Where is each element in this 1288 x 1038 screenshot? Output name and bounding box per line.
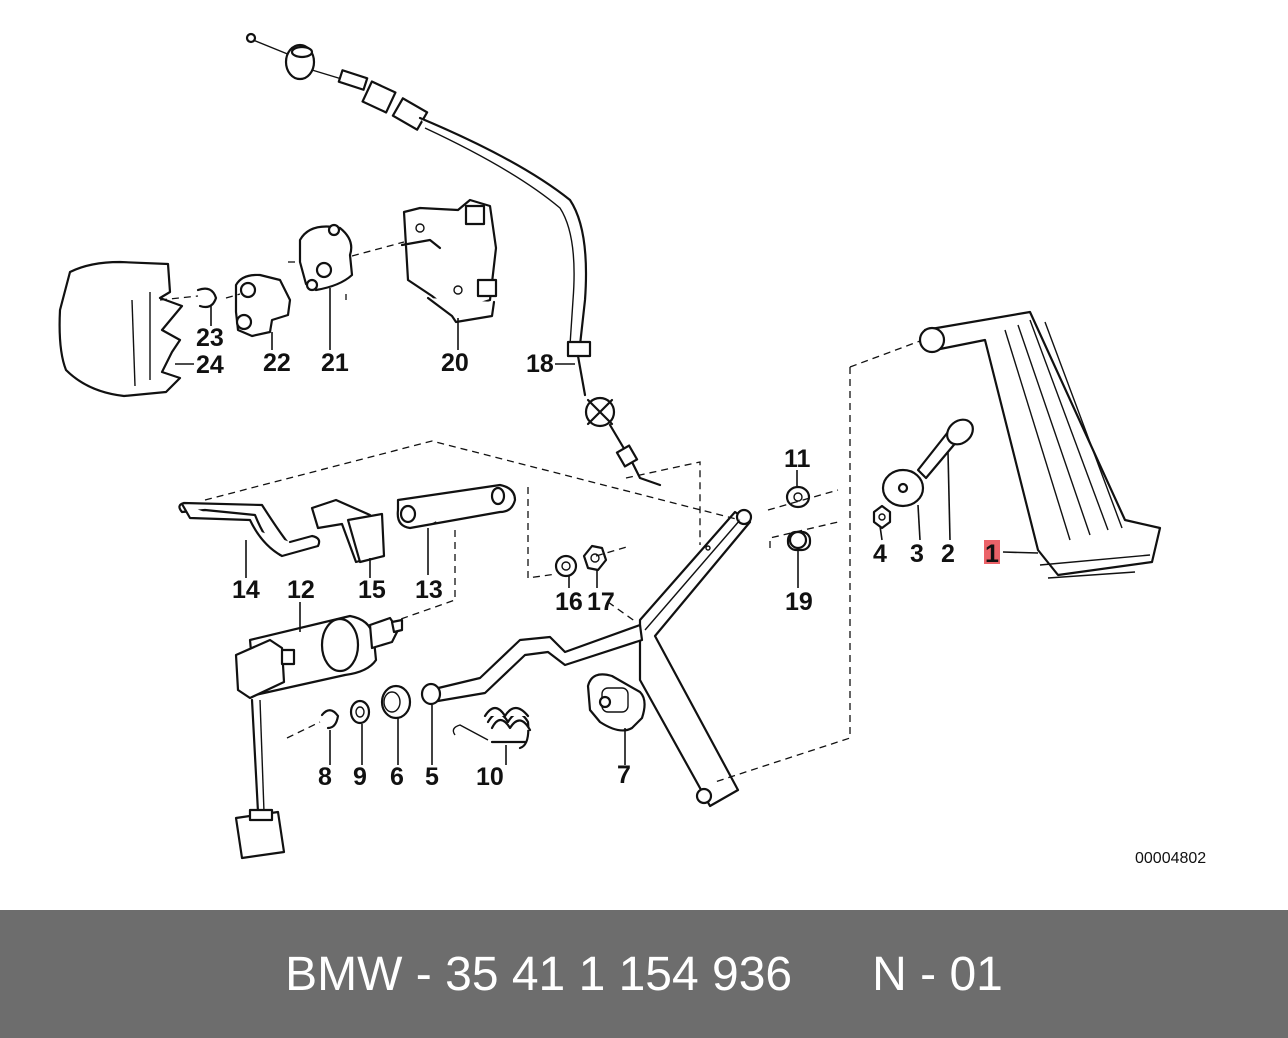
diagram-reference-code: 00004802 xyxy=(1135,850,1206,867)
callout-6: 6 xyxy=(390,763,404,791)
washer-9 xyxy=(349,699,371,725)
part-number-text: BMW - 35 41 1 154 936 xyxy=(285,947,793,1001)
stop-bolt xyxy=(916,418,974,480)
bracket-rod-14 xyxy=(178,501,321,558)
callout-18: 18 xyxy=(526,350,554,378)
return-spring xyxy=(452,706,532,750)
clip-23 xyxy=(196,287,218,309)
callout-9: 9 xyxy=(353,763,367,791)
parts-diagram: 1 2 3 4 5 6 7 8 9 10 11 12 13 14 15 16 1… xyxy=(58,32,1206,867)
callout-labels: 1 2 3 4 5 6 7 8 9 10 11 12 13 14 15 16 1… xyxy=(196,324,1000,791)
callout-19: 19 xyxy=(785,588,813,616)
bushing-11 xyxy=(785,485,811,509)
callout-12: 12 xyxy=(287,576,315,604)
callout-22: 22 xyxy=(263,349,291,377)
callout-15: 15 xyxy=(358,576,386,604)
callout-24: 24 xyxy=(196,351,224,379)
banner-spacer xyxy=(792,947,872,1002)
callout-11: 11 xyxy=(784,445,811,473)
accelerator-pedal xyxy=(918,310,1162,579)
assembly-guide-lines xyxy=(159,241,921,783)
clip-16 xyxy=(554,554,578,578)
highlight-marker xyxy=(984,540,1000,564)
callout-14: 14 xyxy=(232,576,260,604)
callout-17: 17 xyxy=(587,588,615,616)
clip-8 xyxy=(320,709,340,730)
position-text: N - 01 xyxy=(872,947,1003,1001)
callout-20: 20 xyxy=(441,349,469,377)
bushing-19 xyxy=(786,530,812,552)
part-number-banner: BMW - 35 41 1 154 936 N - 01 xyxy=(0,910,1288,1038)
clamp-15 xyxy=(310,498,386,564)
connecting-rod xyxy=(420,623,644,706)
lever-21 xyxy=(298,223,354,292)
callout-7: 7 xyxy=(617,761,631,789)
callout-3: 3 xyxy=(910,540,924,568)
pedal-lever xyxy=(638,508,753,808)
bushing-6 xyxy=(380,684,412,720)
callout-23: 23 xyxy=(196,324,224,352)
callout-16: 16 xyxy=(555,588,583,616)
cover-24 xyxy=(58,260,184,398)
nut-17 xyxy=(582,544,608,572)
callout-10: 10 xyxy=(476,763,504,791)
lever-arm-13 xyxy=(396,483,517,530)
callout-13: 13 xyxy=(415,576,443,604)
callout-8: 8 xyxy=(318,763,332,791)
washer xyxy=(881,468,925,508)
rubber-buffer xyxy=(586,673,646,732)
bracket-22 xyxy=(234,273,292,338)
callout-4: 4 xyxy=(873,540,887,568)
throttle-cable xyxy=(245,32,662,487)
mounting-plate-20 xyxy=(400,198,498,324)
callout-5: 5 xyxy=(425,763,439,791)
callout-1: 1 xyxy=(985,540,999,568)
nut xyxy=(872,504,892,530)
callout-2: 2 xyxy=(941,540,955,568)
actuator xyxy=(234,614,404,860)
callout-leaders xyxy=(175,288,1039,765)
callout-21: 21 xyxy=(321,349,349,377)
